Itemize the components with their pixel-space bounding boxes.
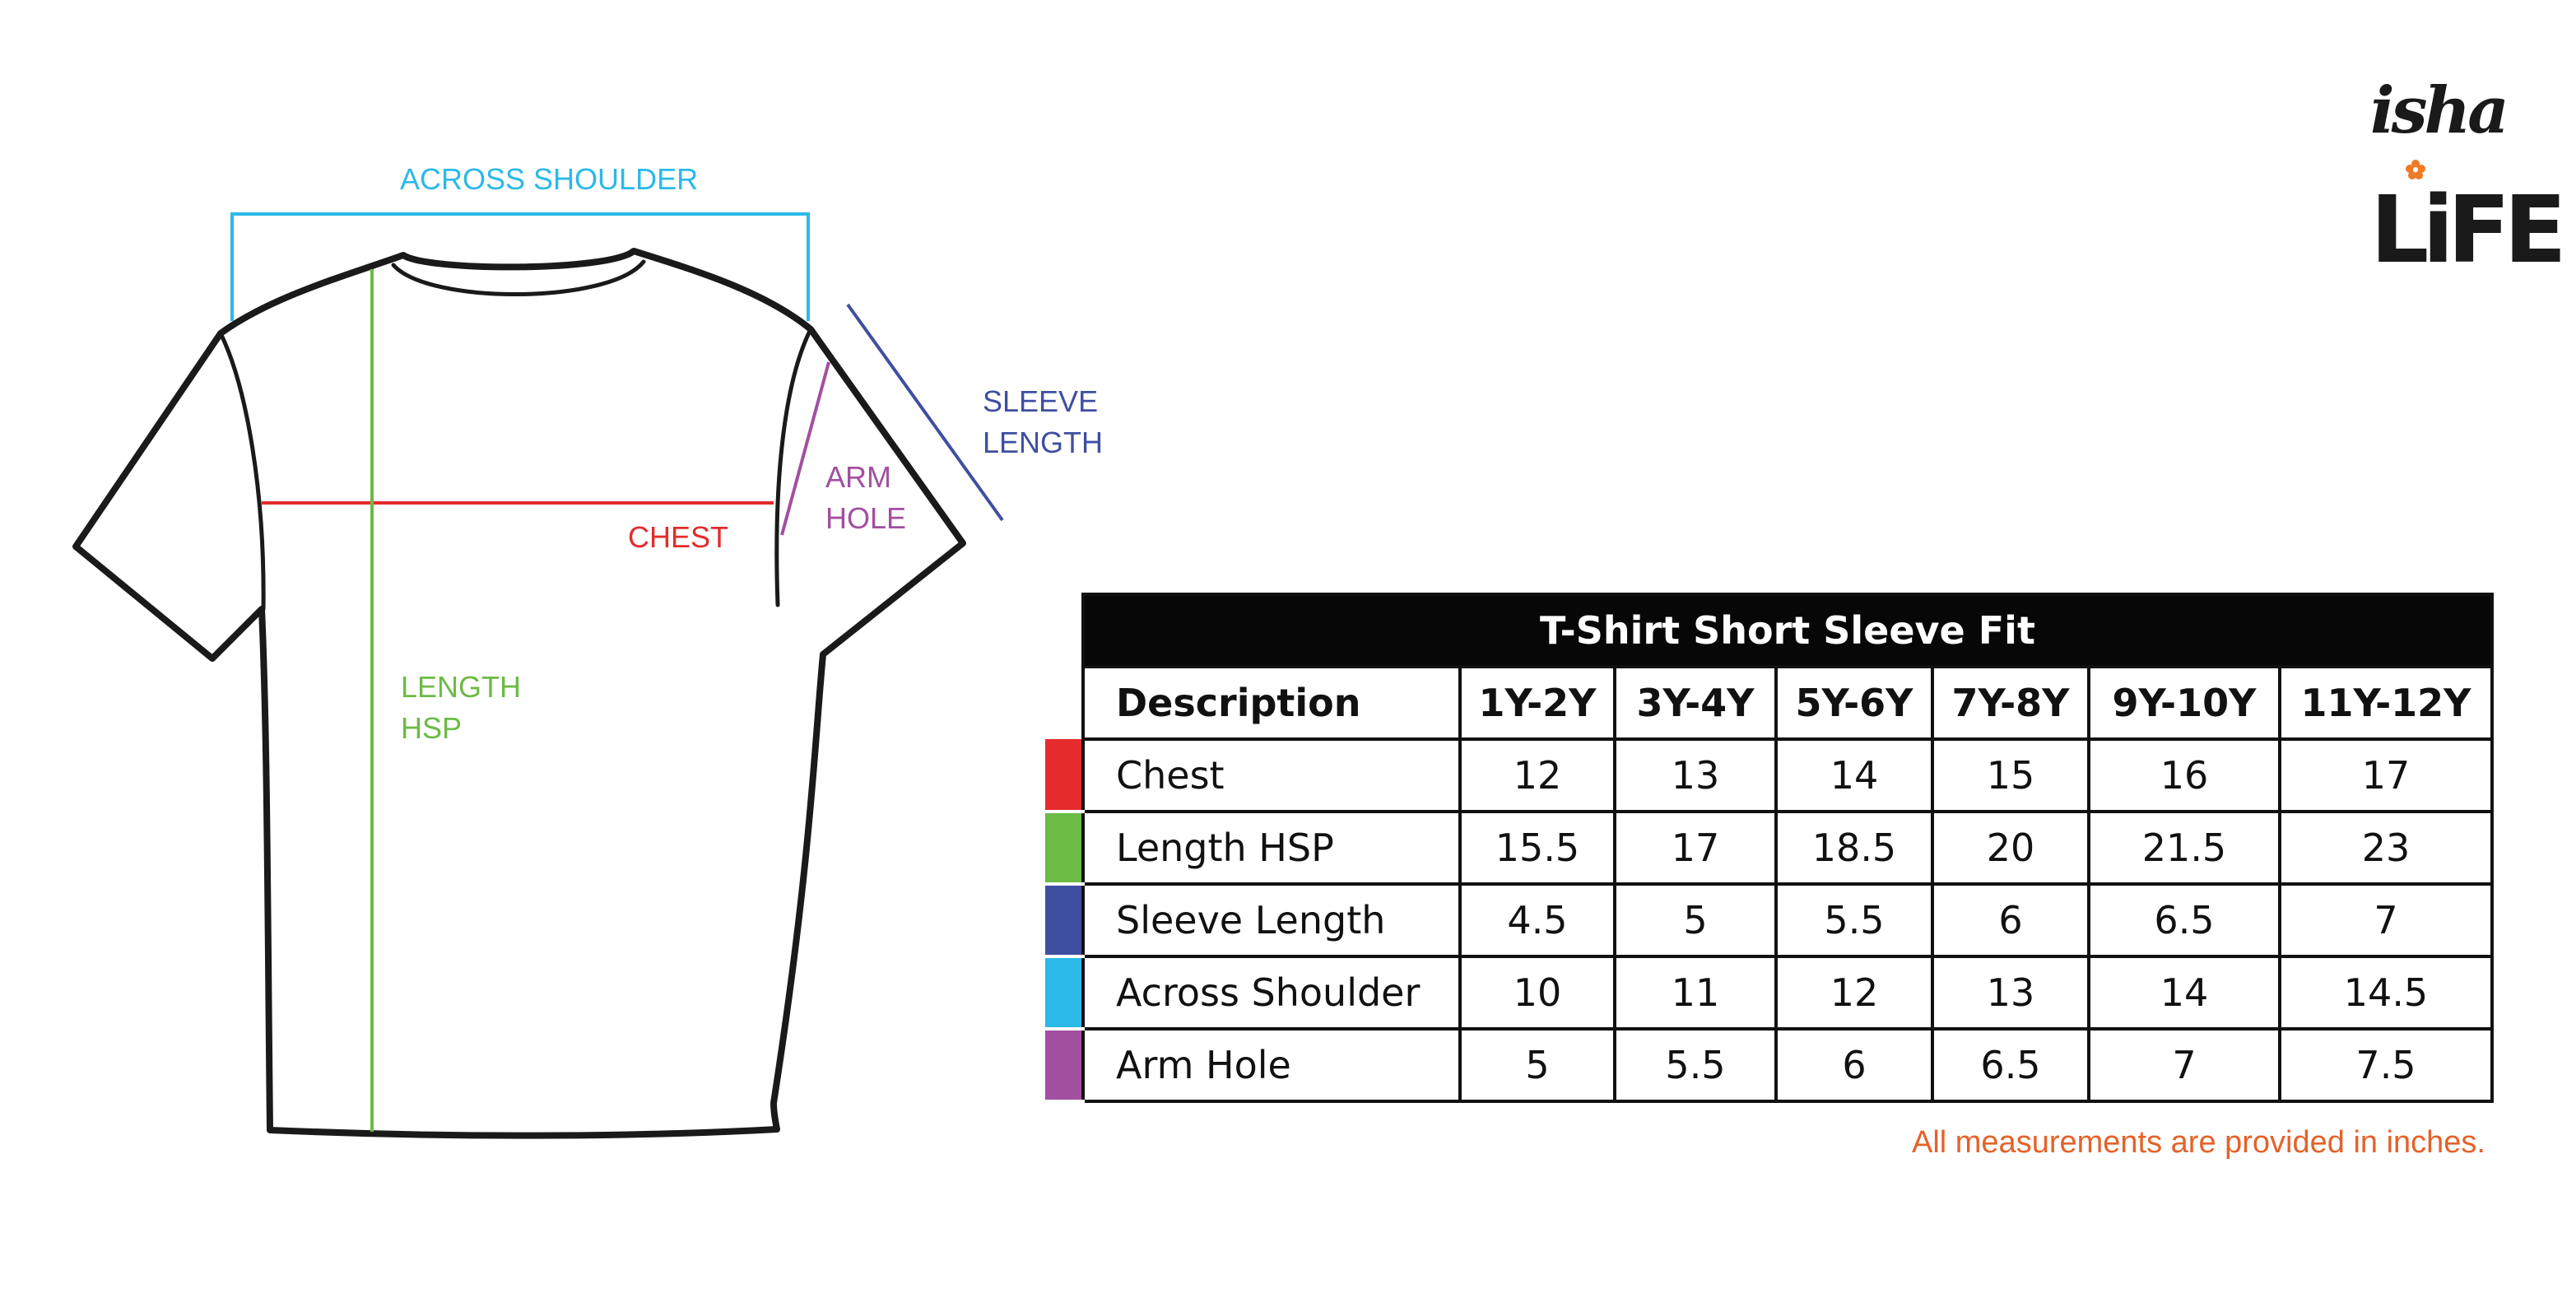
table-title-row: T-Shirt Short Sleeve Fit (1045, 593, 2494, 668)
table-cell: 17 (1613, 810, 1778, 886)
row-label: Across Shoulder (1081, 955, 1462, 1031)
table-cell: 4.5 (1458, 882, 1616, 958)
table-row-chest: Chest 12 13 14 15 16 17 (1045, 737, 2494, 813)
table-cell: 15.5 (1458, 810, 1616, 886)
tshirt-measurement-diagram: ACROSS SHOULDER SLEEVE LENGTH ARM HOLE C… (72, 162, 1103, 1139)
table-cell: 15 (1931, 737, 2090, 813)
header-size: 9Y-10Y (2087, 665, 2281, 741)
sleeve-length-label-line2: LENGTH (983, 426, 1103, 459)
header-size: 11Y-12Y (2278, 665, 2494, 741)
table-cell: 16 (2087, 737, 2281, 813)
length-hsp-label-line1: LENGTH (401, 670, 521, 704)
size-chart: T-Shirt Short Sleeve Fit Description 1Y-… (1045, 593, 2494, 1103)
table-cell: 12 (1458, 737, 1616, 813)
size-table: T-Shirt Short Sleeve Fit Description 1Y-… (1045, 593, 2494, 1103)
table-cell: 23 (2278, 810, 2494, 886)
header-size: 3Y-4Y (1613, 665, 1778, 741)
color-swatch-length-hsp (1045, 812, 1083, 886)
table-cell: 14 (1774, 737, 1934, 813)
isha-life-logo: isha LiFE (2370, 78, 2567, 300)
sleeve-length-label-line1: SLEEVE (983, 384, 1098, 418)
header-size: 1Y-2Y (1458, 665, 1616, 741)
table-row-sleeve-length: Sleeve Length 4.5 5 5.5 6 6.5 7 (1045, 882, 2494, 958)
tshirt-outline (72, 248, 966, 1139)
table-title: T-Shirt Short Sleeve Fit (1081, 593, 2494, 668)
arm-hole-label-line2: HOLE (825, 501, 906, 535)
row-label: Arm Hole (1081, 1027, 1462, 1103)
table-cell: 13 (1931, 955, 2090, 1031)
table-row-across-shoulder: Across Shoulder 10 11 12 13 14 14.5 (1045, 955, 2494, 1031)
color-swatch-arm-hole (1045, 1029, 1083, 1103)
row-label: Sleeve Length (1081, 882, 1462, 958)
table-cell: 14.5 (2278, 955, 2494, 1031)
table-cell: 5 (1458, 1027, 1616, 1103)
table-cell: 10 (1458, 955, 1616, 1031)
table-header-row: Description 1Y-2Y 3Y-4Y 5Y-6Y 7Y-8Y 9Y-1… (1045, 665, 2494, 741)
table-cell: 12 (1774, 955, 1934, 1031)
header-size: 7Y-8Y (1931, 665, 2090, 741)
table-cell: 7 (2087, 1027, 2281, 1103)
table-cell: 13 (1613, 737, 1778, 813)
table-row-arm-hole: Arm Hole 5 5.5 6 6.5 7 7.5 (1045, 1027, 2494, 1103)
logo-text-isha: isha (2370, 73, 2509, 148)
arm-hole-line (780, 361, 830, 536)
header-size: 5Y-6Y (1774, 665, 1934, 741)
row-label: Chest (1081, 737, 1462, 813)
header-description: Description (1081, 665, 1462, 741)
color-swatch-chest (1045, 739, 1083, 813)
across-shoulder-line (230, 212, 810, 321)
table-cell: 6 (1774, 1027, 1934, 1103)
table-row-length-hsp: Length HSP 15.5 17 18.5 20 21.5 23 (1045, 810, 2494, 886)
table-cell: 6.5 (2087, 882, 2281, 958)
table-cell: 7 (2278, 882, 2494, 958)
table-cell: 6.5 (1931, 1027, 2090, 1103)
table-cell: 14 (2087, 955, 2281, 1031)
table-cell: 6 (1931, 882, 2090, 958)
chest-label: CHEST (628, 520, 728, 554)
table-cell: 11 (1613, 955, 1778, 1031)
table-cell: 5 (1613, 882, 1778, 958)
across-shoulder-label: ACROSS SHOULDER (400, 162, 698, 196)
table-cell: 5.5 (1613, 1027, 1778, 1103)
color-swatch-across-shoulder (1045, 956, 1083, 1031)
table-cell: 7.5 (2278, 1027, 2494, 1103)
table-cell: 17 (2278, 737, 2494, 813)
swatch-spacer (1045, 594, 1083, 667)
table-cell: 21.5 (2087, 810, 2281, 886)
logo-text-life: LiFE (2370, 177, 2567, 284)
flower-icon (2406, 160, 2425, 179)
swatch-spacer (1045, 667, 1083, 739)
row-label: Length HSP (1081, 810, 1462, 886)
color-swatch-sleeve-length (1045, 884, 1083, 958)
table-cell: 5.5 (1774, 882, 1934, 958)
table-cell: 20 (1931, 810, 2090, 886)
sleeve-length-line (846, 303, 1004, 522)
length-hsp-label-line2: HSP (401, 711, 462, 745)
arm-hole-label-line1: ARM (825, 460, 891, 494)
table-cell: 18.5 (1774, 810, 1934, 886)
measurement-note: All measurements are provided in inches. (1911, 1125, 2485, 1160)
